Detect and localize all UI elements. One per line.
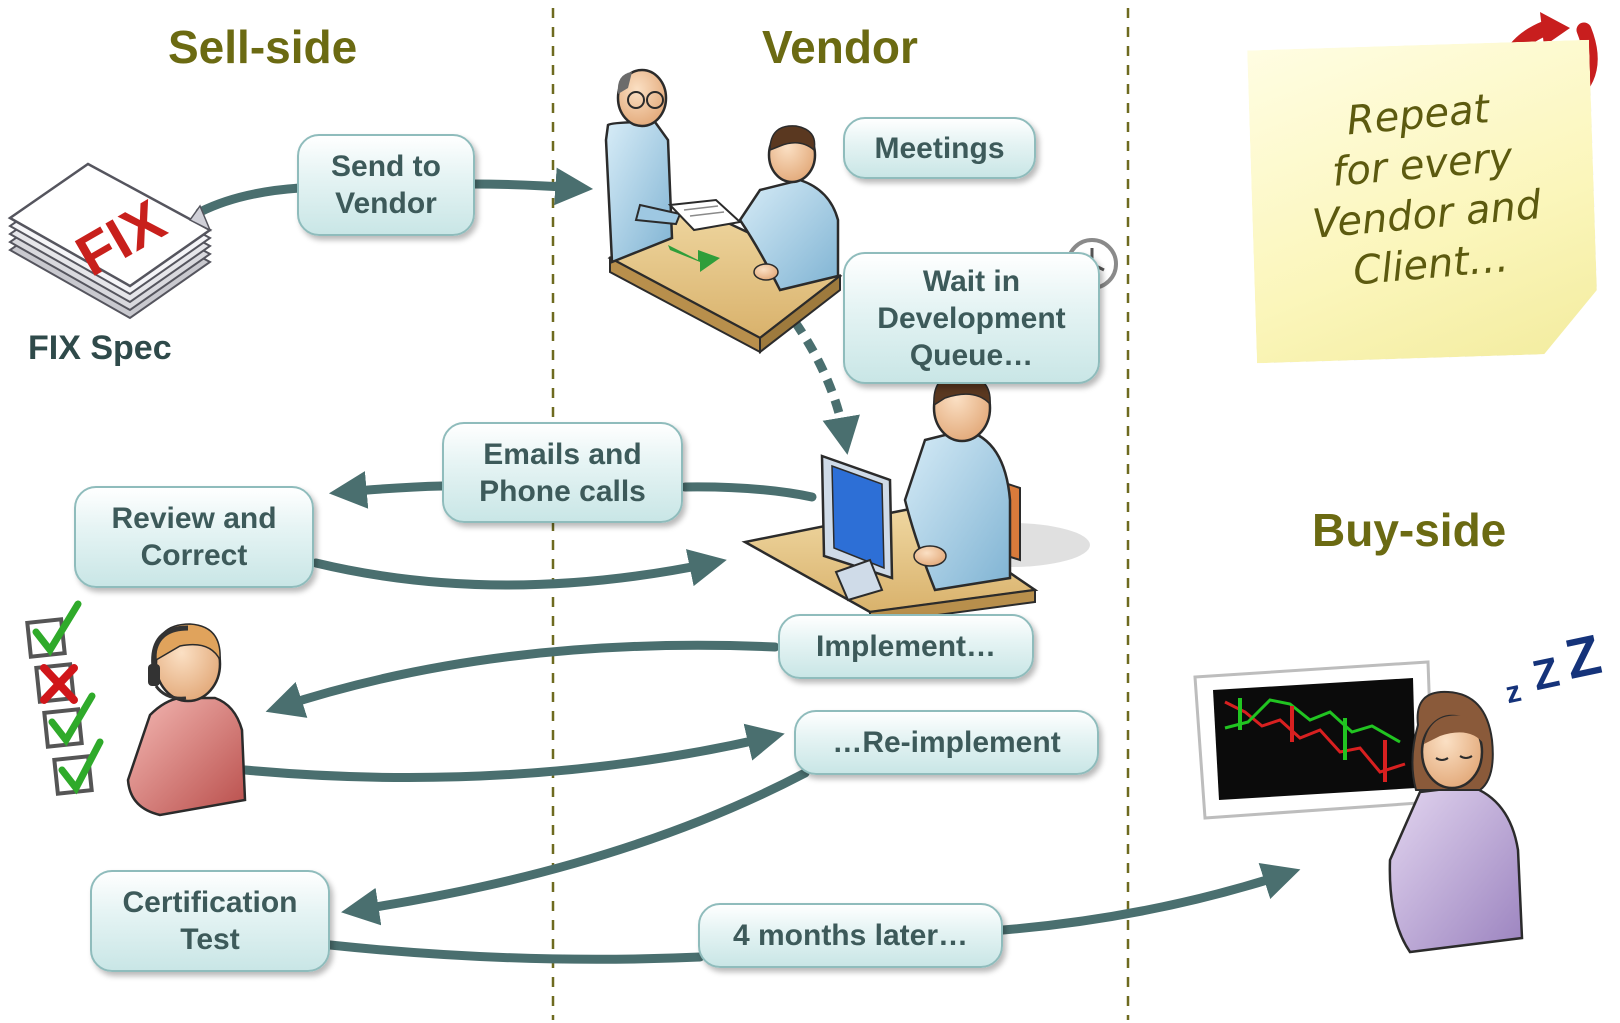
box-wait-development-queue: Wait in Development Queue… [843, 252, 1100, 384]
box-meetings: Meetings [843, 117, 1036, 179]
box-implement: Implement… [778, 614, 1034, 679]
box-send-to-vendor: Send to Vendor [297, 134, 475, 236]
tester-with-headset-icon [126, 623, 247, 817]
box-emails-phone-calls: Emails and Phone calls [442, 422, 683, 523]
box-review-and-correct: Review and Correct [74, 486, 314, 588]
connector-certification-to-later [325, 940, 705, 964]
developer-at-computer-icon [741, 373, 1090, 626]
fix-spec-document-icon: FIX [7, 162, 213, 320]
arrow-tester-to-reimplement [240, 723, 785, 783]
lane-title-vendor: Vendor [762, 21, 918, 73]
trading-chart-monitor-icon [1193, 660, 1435, 820]
arrow-emails-to-review [328, 471, 447, 509]
sticky-note-text: Repeat for every Vendor and Client… [1310, 86, 1543, 295]
arrow-implement-to-tester [265, 640, 780, 718]
arrow-later-to-buy-side [998, 862, 1301, 935]
lane-title-sell-side: Sell-side [168, 21, 358, 73]
connector-vendor-to-emails [680, 482, 817, 502]
sleeping-trader-icon [1388, 690, 1524, 954]
box-certification-test: Certification Test [90, 870, 330, 972]
lane-title-buy-side: Buy-side [1312, 504, 1507, 556]
arrow-review-to-vendor [311, 549, 727, 590]
arrow-reimplement-to-certification [341, 768, 810, 926]
fix-spec-caption: FIX Spec [28, 329, 172, 367]
arrow-send-to-vendor [467, 167, 594, 206]
checklist-icon [25, 600, 104, 796]
arrow-queue-to-developer [791, 319, 860, 455]
box-re-implement: …Re-implement [794, 710, 1099, 775]
connector-fix-to-send [195, 183, 305, 217]
box-four-months-later: 4 months later… [698, 903, 1003, 968]
meeting-scene-icon [604, 68, 843, 355]
